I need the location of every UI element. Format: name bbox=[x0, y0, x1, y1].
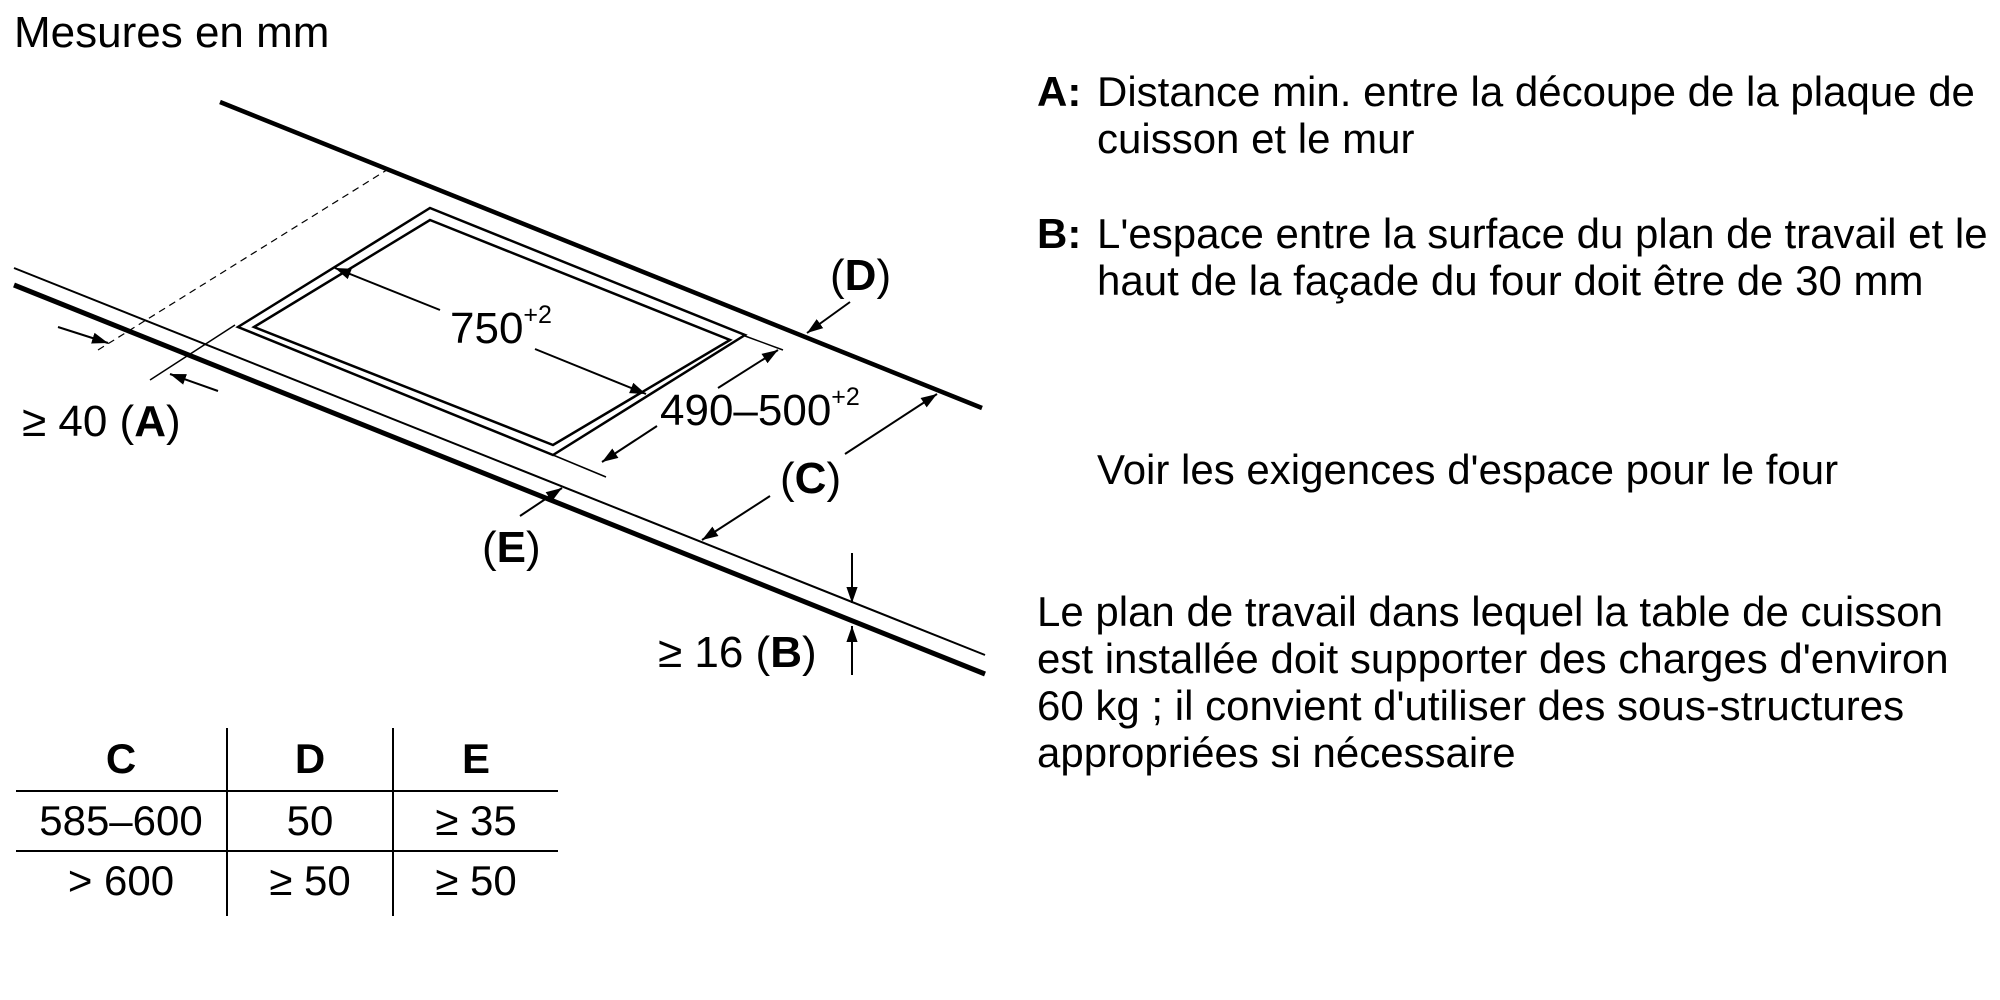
dim-a-arrow-a bbox=[57, 326, 109, 344]
table-row: > 600 ≥ 50 ≥ 50 bbox=[16, 850, 558, 916]
label-e: (E) bbox=[482, 523, 541, 572]
legend-item-a: A: Distance min. entre la découpe de la … bbox=[1037, 68, 2000, 162]
dim-750-label: 750+2 bbox=[450, 301, 552, 353]
caption-units: Mesures en mm bbox=[14, 8, 330, 57]
table-cell: 50 bbox=[226, 790, 393, 851]
table-cell: ≥ 35 bbox=[392, 790, 558, 851]
table-cell: ≥ 50 bbox=[392, 850, 558, 916]
legend-text-b: L'espace entre la surface du plan de tra… bbox=[1097, 210, 1988, 304]
installation-diagram: 750+2 490–500+2 ≥ 40 (A) (D) (C) (E) ≥ 1… bbox=[13, 99, 986, 677]
label-a: ≥ 40 (A) bbox=[22, 397, 181, 446]
table-header-c: C bbox=[105, 735, 137, 782]
dim-750-arrow-a bbox=[334, 267, 441, 311]
dim-depth-arrow-b bbox=[601, 425, 658, 463]
dim-depth-arrow-a bbox=[717, 349, 779, 389]
legend-letter-a: A: bbox=[1037, 68, 1082, 115]
dim-depth-ext-b bbox=[552, 454, 607, 478]
worktop-bottom-edge bbox=[13, 282, 986, 677]
dim-c-leader-a bbox=[844, 393, 938, 455]
table-cell: ≥ 50 bbox=[226, 850, 393, 916]
table-header-d: D bbox=[226, 728, 393, 791]
wall-edge-line bbox=[219, 99, 983, 411]
dim-d-leader bbox=[806, 301, 851, 334]
dim-750-arrow-b bbox=[534, 348, 647, 395]
clearance-table: C D E 585–600 50 ≥ 35 > 600 ≥ 50 ≥ 50 bbox=[16, 728, 558, 916]
worktop-top-edge bbox=[13, 267, 986, 656]
legend-text-a: Distance min. entre la découpe de la pla… bbox=[1097, 68, 1975, 162]
label-d: (D) bbox=[830, 251, 891, 300]
dim-c-leader-b bbox=[701, 495, 771, 541]
dim-depth-label: 490–500+2 bbox=[660, 383, 860, 435]
dim-e-leader bbox=[519, 487, 563, 517]
cutout-inner bbox=[251, 218, 733, 447]
legend-letter-b: B: bbox=[1037, 210, 1082, 257]
note-oven-requirements: Voir les exigences d'espace pour le four bbox=[1097, 446, 1839, 493]
dim-depth-ext-a bbox=[744, 335, 784, 351]
table-cell: > 600 bbox=[16, 850, 227, 916]
hidden-edge-dashed bbox=[97, 167, 391, 351]
table-cell: 585–600 bbox=[16, 790, 227, 851]
note-worktop-load: Le plan de travail dans lequel la table … bbox=[1037, 588, 1949, 776]
table-header-row: C D E bbox=[16, 728, 558, 791]
dim-a-arrow-b bbox=[169, 373, 219, 392]
legend-item-b: B: L'espace entre la surface du plan de … bbox=[1037, 210, 2000, 304]
table-header-e: E bbox=[392, 728, 558, 791]
table-row: 585–600 50 ≥ 35 bbox=[16, 790, 558, 851]
dim-a-ext bbox=[149, 324, 236, 381]
label-b: ≥ 16 (B) bbox=[658, 628, 817, 677]
label-c: (C) bbox=[780, 454, 841, 503]
